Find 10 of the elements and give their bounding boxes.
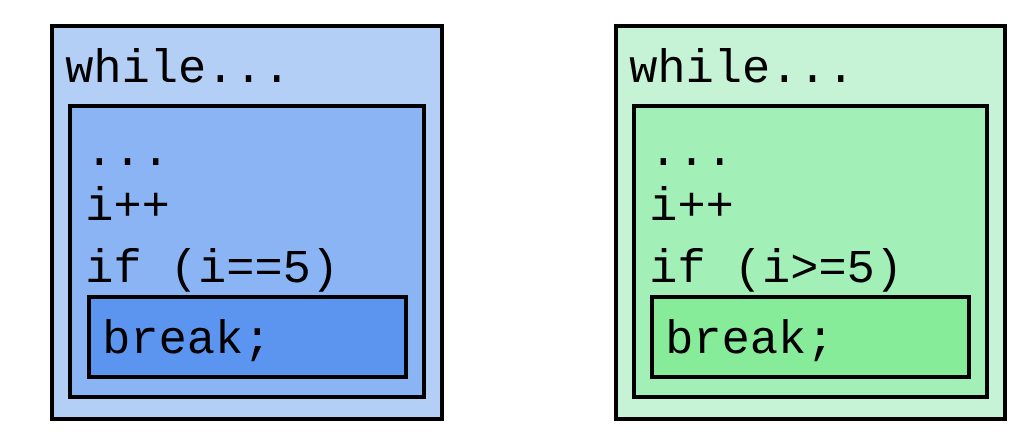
code-text: break; [106,318,262,362]
code-text: ... [96,158,159,165]
code-text: if (i==5) [88,247,332,292]
code-text: while... [629,47,844,83]
code-text: i++ [88,185,168,220]
code-text: i++ [652,185,732,220]
code-text: ... [660,158,723,165]
code-text: if (i>=5) [652,247,896,292]
code-text: while... [65,47,280,83]
code-text: break; [669,318,825,362]
